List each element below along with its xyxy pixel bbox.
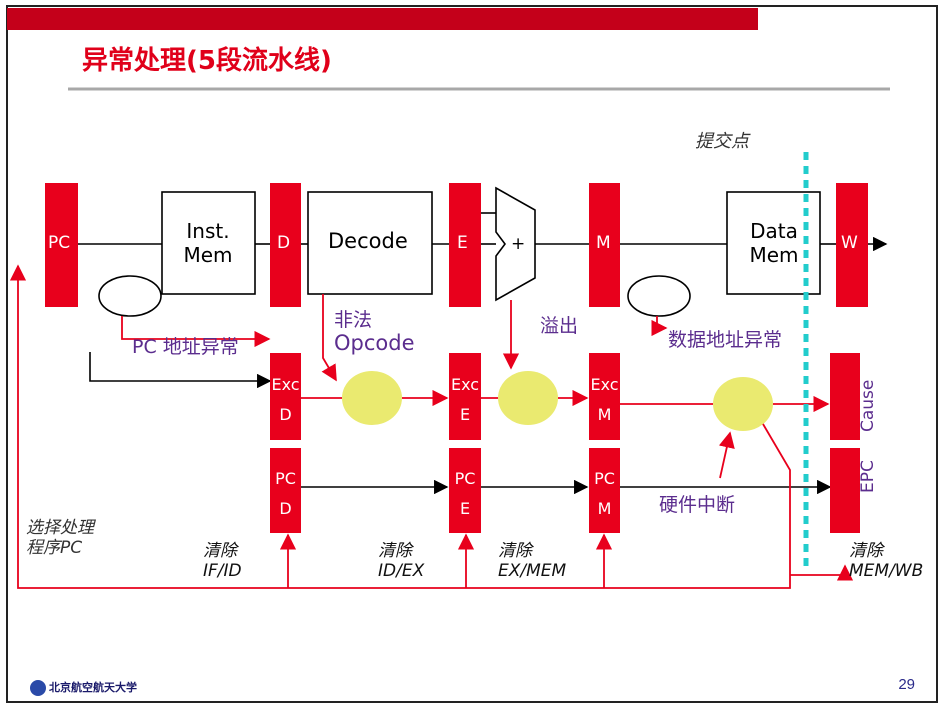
e-register-label: E	[457, 233, 468, 253]
data-addr-exception-label: 数据地址异常	[668, 329, 783, 351]
exc-e-label-line2: E	[459, 405, 471, 424]
flush-idex-line2: ID/EX	[378, 561, 425, 581]
data-mem-label-line1: Data	[750, 219, 798, 243]
w-register-label: W	[841, 233, 858, 253]
flush-idex-line1: 清除	[378, 541, 412, 561]
flush-ifid-label: 清除 IF/ID	[203, 541, 242, 581]
flush-exmem-line2: EX/MEM	[498, 561, 567, 581]
pc-e-label-line2: E	[459, 499, 471, 518]
logo-emblem-icon	[30, 680, 46, 696]
select-handler-line1: 选择处理	[26, 518, 94, 538]
data-mem-label-line2: Mem	[749, 243, 799, 267]
opcode-label: Opcode	[334, 331, 415, 355]
cause-label: Cause	[858, 379, 878, 432]
flush-ifid-line2: IF/ID	[203, 561, 242, 581]
select-handler-line2: 程序PC	[26, 538, 83, 558]
decode-box	[307, 191, 433, 295]
m-register-label: M	[596, 233, 611, 253]
inst-mem-label-line1: Inst.	[186, 219, 230, 243]
flush-memwb-line2: MEM/WB	[849, 561, 924, 581]
slide-border	[6, 5, 938, 703]
exc-d-label: Exc D	[270, 370, 301, 430]
select-handler-pc-label: 选择处理 程序PC	[26, 518, 94, 558]
exc-m-label: Exc M	[589, 370, 620, 430]
commit-point-label: 提交点	[695, 131, 749, 152]
data-mem-label: Data Mem	[744, 219, 804, 267]
inst-mem-label: Inst. Mem	[180, 219, 236, 267]
pc-d-register	[270, 448, 301, 533]
m-register	[589, 183, 620, 307]
pc-addr-exception-label: PC 地址异常	[132, 336, 239, 358]
pc-check-oval	[98, 275, 162, 317]
pc-m-register	[589, 448, 620, 533]
illegal-label: 非法	[334, 309, 373, 331]
epc-register	[830, 448, 860, 533]
exc-e-label: Exc E	[449, 370, 481, 430]
exc-m-label-line2: M	[597, 405, 612, 424]
pc-m-label-line1: PC	[594, 469, 615, 488]
alu-shape	[495, 186, 536, 302]
e-register	[449, 183, 481, 307]
pc-register	[45, 183, 78, 307]
inst-mem-label-line2: Mem	[183, 243, 233, 267]
overflow-label: 溢出	[540, 315, 579, 337]
university-logo: 北京航空航天大学	[30, 680, 137, 696]
logo-text: 北京航空航天大学	[49, 681, 137, 694]
top-red-bar	[7, 8, 758, 30]
epc-label: EPC	[858, 460, 878, 493]
page-title: 异常处理(5段流水线)	[82, 46, 332, 76]
pc-m-label-line2: M	[597, 499, 612, 518]
page-number: 29	[898, 676, 915, 693]
exc-m-register	[589, 353, 620, 440]
exc-m-label-line1: Exc	[590, 375, 619, 394]
exc-d-register	[270, 353, 301, 440]
pc-e-label: PC E	[449, 464, 481, 524]
data-addr-check-oval	[627, 275, 691, 317]
flush-idex-label: 清除 ID/EX	[378, 541, 424, 581]
exc-e-label-line1: Exc	[450, 375, 480, 394]
pc-d-label-line1: PC	[275, 469, 296, 488]
w-register	[836, 183, 868, 307]
pc-e-register	[449, 448, 481, 533]
exc-d-label-line1: Exc	[271, 375, 300, 394]
d-register-label: D	[277, 233, 291, 253]
pc-register-label: PC	[48, 233, 71, 253]
exc-e-register	[449, 353, 481, 440]
inst-mem-box	[161, 191, 256, 295]
hw-interrupt-label: 硬件中断	[659, 494, 736, 516]
flush-memwb-line1: 清除	[849, 541, 883, 561]
pc-e-label-line1: PC	[454, 469, 476, 488]
decode-label: Decode	[328, 229, 408, 253]
pipeline-registers	[45, 183, 868, 533]
exc-d-label-line2: D	[279, 405, 292, 424]
pc-d-label: PC D	[270, 464, 301, 524]
flush-exmem-line1: 清除	[498, 541, 532, 561]
datapath-wires	[78, 212, 888, 495]
cause-register	[830, 353, 860, 440]
pc-m-label: PC M	[589, 464, 620, 524]
pc-d-label-line2: D	[279, 499, 292, 518]
d-register	[270, 183, 301, 307]
flush-memwb-label: 清除 MEM/WB	[849, 541, 935, 581]
exception-wires	[9, 264, 854, 589]
flush-exmem-label: 清除 EX/MEM	[498, 541, 566, 581]
exception-merge-nodes	[342, 371, 773, 431]
flush-ifid-line1: 清除	[203, 541, 237, 561]
alu-plus-label: +	[511, 234, 526, 254]
